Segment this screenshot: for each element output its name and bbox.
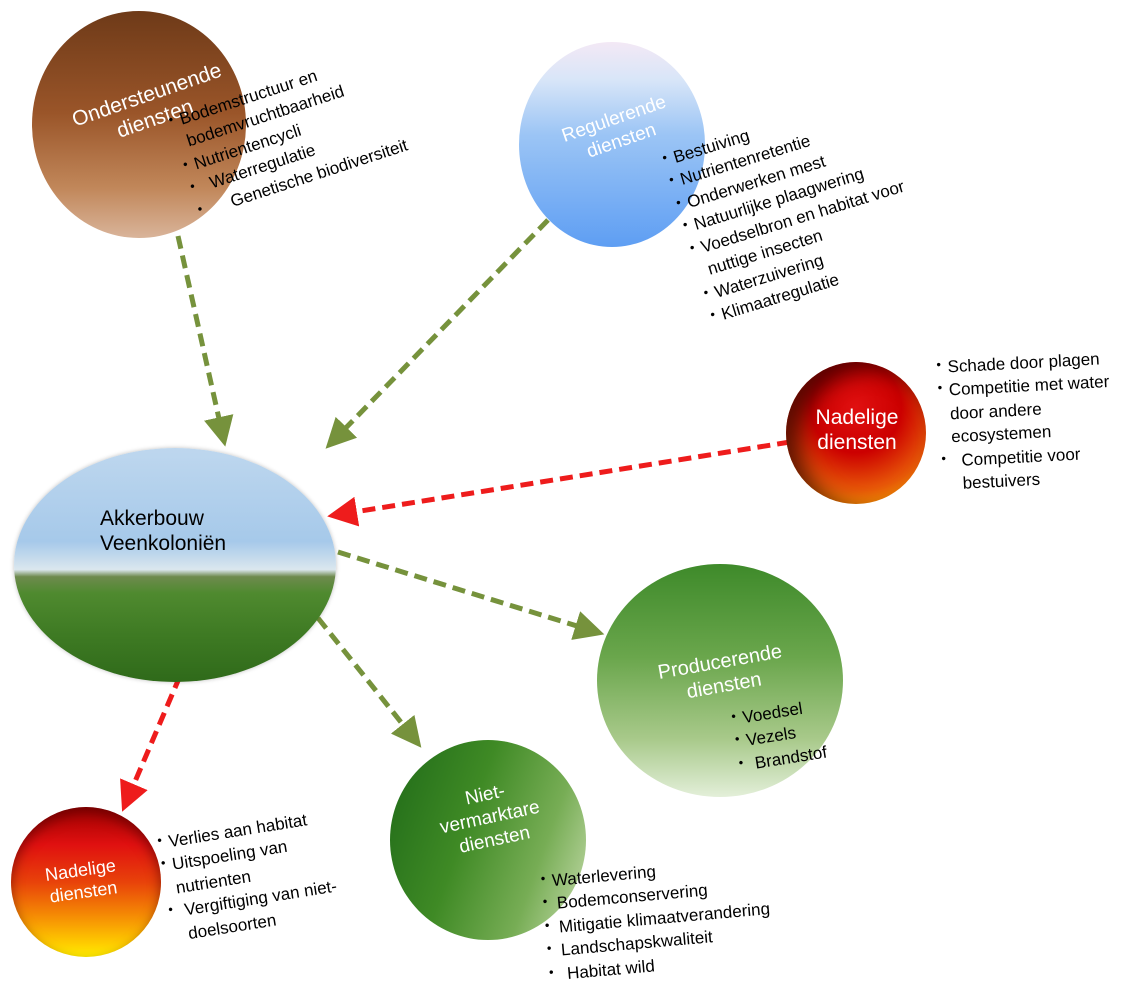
arrow-center-to-producerende [337, 549, 605, 640]
nadelig-left-circle [11, 807, 161, 957]
arrow-nadelig-right-to-center [327, 439, 791, 527]
arrow-ondersteunende-to-center [175, 235, 234, 447]
center-title: Akkerbouw Veenkoloniën [100, 507, 227, 556]
nadelig-right-list: Schade door plagen Competitie met waterd… [936, 347, 1115, 497]
producerende-list: Voedsel Vezels Brandstof [730, 694, 829, 777]
nadelig-right-title: Nadelige diensten [815, 406, 899, 455]
arrow-regulerende-to-center [325, 218, 550, 449]
center-field-ellipse: Akkerbouw Veenkoloniën [14, 448, 336, 682]
arrow-center-to-nietvermarktare [316, 616, 422, 748]
nadelig-right-circle [786, 362, 926, 504]
nietvermarktare-list: Waterlevering Bodemconservering Mitigati… [540, 850, 775, 986]
arrow-center-to-nadelig-left [120, 675, 183, 812]
